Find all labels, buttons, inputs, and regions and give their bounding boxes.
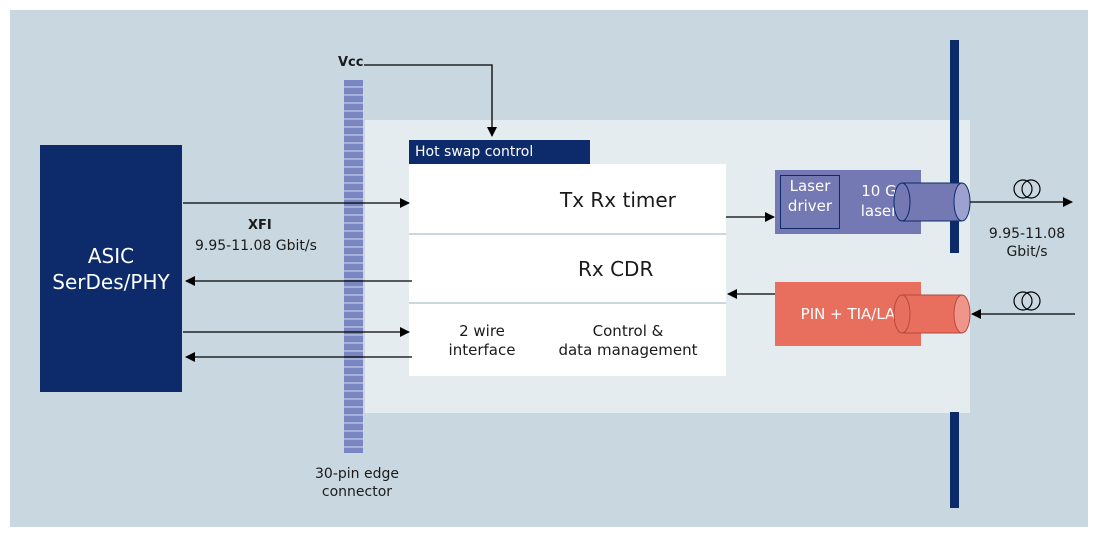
asic-block: ASIC SerDes/PHY (40, 145, 182, 392)
block-divider-1 (409, 233, 726, 235)
optical-rate-label: 9.95-11.08 Gbit/s (988, 226, 1066, 260)
xfi-rate-label: 9.95-11.08 Gbit/s (195, 238, 317, 254)
laser-driver-box (780, 175, 840, 229)
block-divider-2 (409, 302, 726, 304)
vcc-label: Vcc (338, 55, 364, 70)
xfi-label: XFI (248, 218, 272, 233)
laser-driver-label: Laser driver (787, 177, 833, 215)
faceplate-bar-bottom (950, 412, 959, 508)
fiber-coil-out-icon (1013, 179, 1041, 199)
vcc-arrow (364, 64, 497, 137)
control-block (409, 164, 726, 376)
receiver-cylinder-icon (893, 294, 971, 334)
fiber-coil-in-icon (1013, 291, 1041, 311)
connector-label: 30-pin edge connector (315, 466, 399, 500)
control-data-management-label: Control & data management (558, 322, 698, 359)
edge-connector (344, 80, 363, 453)
faceplate-bar-top (950, 40, 959, 253)
tx-rx-timer-label: Tx Rx timer (560, 188, 676, 212)
rx-cdr-label: Rx CDR (578, 257, 654, 281)
pin-tia-label: PIN + TIA/LA (800, 305, 896, 323)
two-wire-interface-label: 2 wire interface (448, 322, 516, 359)
hot-swap-control: Hot swap control (409, 140, 590, 164)
laser-10g-label: 10 G laser (860, 182, 898, 220)
laser-cylinder-icon (893, 182, 971, 222)
